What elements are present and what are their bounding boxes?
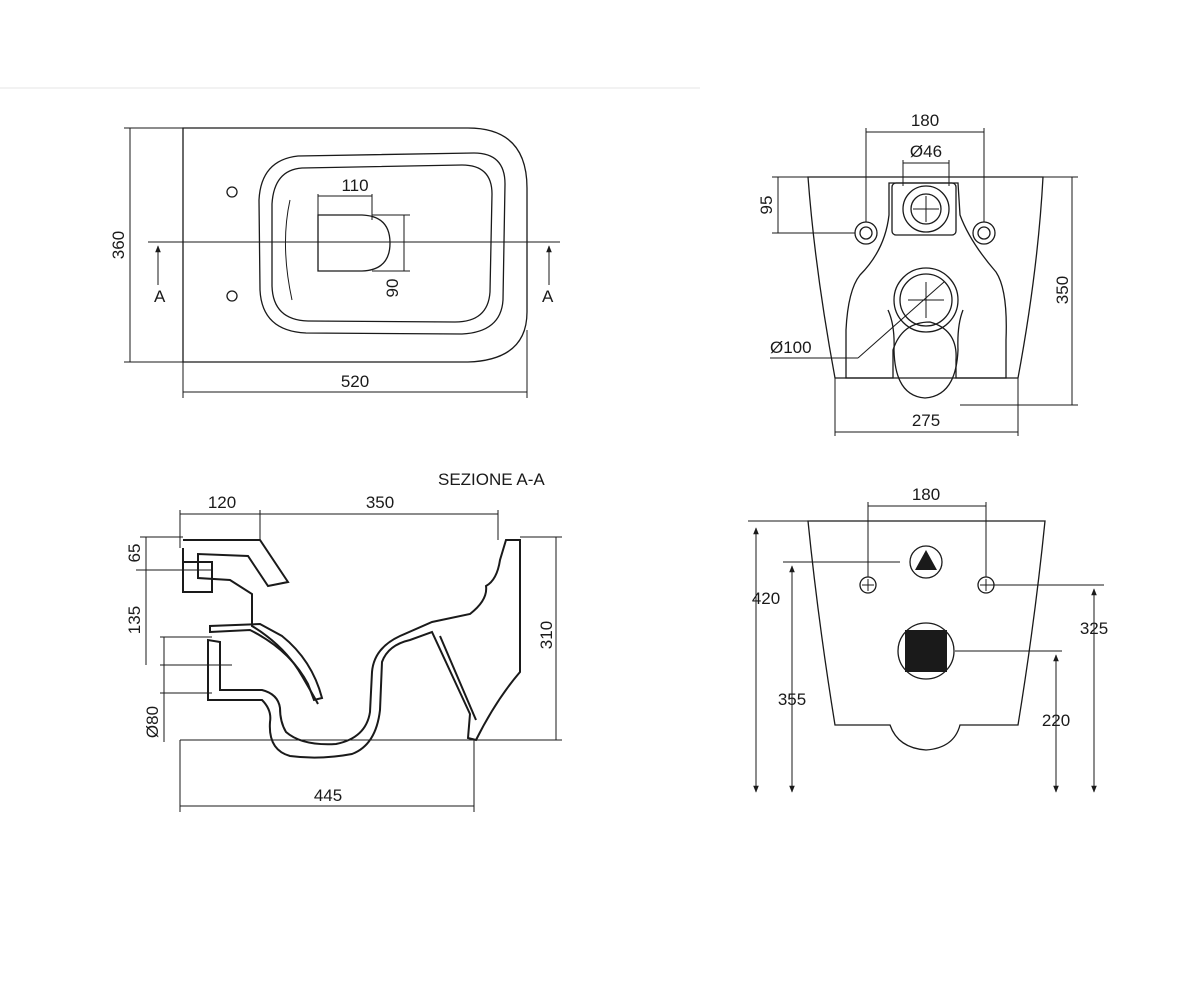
rear-fixing-right-outer xyxy=(972,221,996,245)
rear-inlet-outer xyxy=(902,185,950,233)
rear-dim-inlet-height: 95 xyxy=(757,196,776,215)
section-inlet-upper xyxy=(182,548,213,593)
wall-dim-fixing-spacing: 180 xyxy=(912,485,940,504)
section-dim-height: 310 xyxy=(537,621,556,649)
rear-dim-inlet-diameter: Ø46 xyxy=(910,142,942,161)
section-outer-wall xyxy=(183,539,319,705)
rear-outlet-horn xyxy=(887,309,964,399)
rear-dim-base-width: 275 xyxy=(912,411,940,430)
plan-rim-inner xyxy=(271,164,493,323)
rear-inner-contour xyxy=(845,182,1007,379)
section-bowl-rib xyxy=(439,635,477,721)
wall-inlet-triangle-icon xyxy=(915,550,937,570)
plan-dim-outlet-depth: 90 xyxy=(383,279,402,298)
wall-outline xyxy=(807,520,1046,751)
rear-view: 180 Ø46 95 350 Ø100 275 xyxy=(757,111,1078,436)
wall-outlet-circle xyxy=(897,622,955,680)
rear-fixing-left-inner xyxy=(859,226,873,240)
wall-inlet-circle xyxy=(909,545,943,579)
section-inlet-lower xyxy=(209,622,324,702)
plan-rim-outer xyxy=(258,152,506,335)
plan-dim-width: 520 xyxy=(341,372,369,391)
rear-fixing-left-outer xyxy=(854,221,878,245)
rear-dim-fixing-spacing: 180 xyxy=(911,111,939,130)
rear-inlet-housing xyxy=(891,182,957,236)
rear-fixing-right-inner xyxy=(977,226,991,240)
section-dim-bowl: 350 xyxy=(366,493,394,512)
wall-outlet-square-icon xyxy=(905,630,947,672)
rear-outlet-outer xyxy=(893,267,959,333)
rear-dim-outlet-diameter: Ø100 xyxy=(770,338,812,357)
section-view: SEZIONE A-A 120 350 65 135 Ø80 310 xyxy=(125,470,562,812)
plan-outline xyxy=(182,127,528,363)
rear-dim-leader-outlet xyxy=(857,281,945,359)
rear-outlet-inner xyxy=(899,273,953,327)
plan-section-label-right: A xyxy=(542,287,554,306)
wall-view: 180 420 355 325 220 xyxy=(748,485,1108,793)
plan-dim-depth: 360 xyxy=(109,231,128,259)
section-dim-back: 120 xyxy=(208,493,236,512)
wall-dim-fixing-height: 355 xyxy=(778,690,806,709)
section-outlet xyxy=(207,539,521,759)
wall-dim-outlet-height: 220 xyxy=(1042,711,1070,730)
section-dim-length: 445 xyxy=(314,786,342,805)
plan-dim-outlet-width: 110 xyxy=(341,176,368,195)
plan-view: A A 520 360 110 90 xyxy=(109,127,560,398)
wall-dim-total-height: 420 xyxy=(752,589,780,608)
plan-outlet xyxy=(317,214,391,272)
rear-dim-height: 350 xyxy=(1053,276,1072,304)
wall-dim-inlet-height: 325 xyxy=(1080,619,1108,638)
plan-fixing-hole-top xyxy=(226,186,238,198)
rear-inlet-inner xyxy=(910,193,942,225)
section-dim-inlet-top: 65 xyxy=(125,544,144,563)
plan-fixing-hole-bottom xyxy=(226,290,238,302)
plan-rim-accent xyxy=(284,199,293,301)
section-dim-inlet-gap: 135 xyxy=(125,606,144,634)
section-dim-outlet-diameter: Ø80 xyxy=(143,706,162,738)
section-title: SEZIONE A-A xyxy=(438,470,545,489)
plan-section-label-left: A xyxy=(154,287,166,306)
